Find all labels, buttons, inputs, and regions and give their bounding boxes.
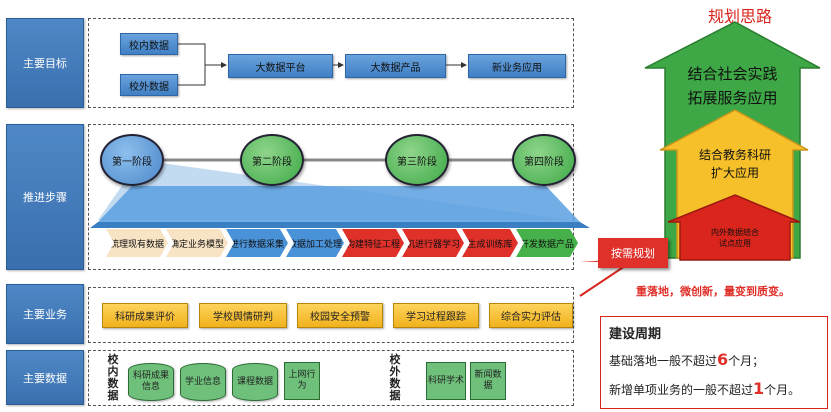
stage-4: 第四阶段 bbox=[512, 134, 576, 186]
data-frame bbox=[88, 350, 574, 406]
step-sort-data: 梳理现有数据 bbox=[106, 229, 168, 257]
data-news: 新闻数据 bbox=[470, 362, 506, 400]
stage-3: 第三阶段 bbox=[385, 134, 449, 186]
goal-big-data-platform: 大数据平台 bbox=[228, 54, 333, 78]
steps-frame bbox=[88, 124, 574, 270]
data-academic-info: 学业信息 bbox=[180, 363, 226, 401]
cycle-line-1: 基础落地一般不超过6个月； bbox=[609, 350, 765, 369]
side-label-business: 主要业务 bbox=[6, 284, 84, 344]
data-internet-behavior: 上网行为 bbox=[284, 362, 320, 400]
business-strength-assessment: 综合实力评估 bbox=[489, 303, 573, 328]
business-learning-tracking: 学习过程跟踪 bbox=[393, 303, 479, 328]
goal-external-data: 校外数据 bbox=[120, 74, 178, 96]
step-develop-products: 开发数据产品 bbox=[516, 229, 578, 257]
on-demand-planning-tag: 按需规划 bbox=[598, 238, 668, 268]
step-data-collection: 进行数据采集 bbox=[226, 229, 288, 257]
goal-new-business-apps: 新业务应用 bbox=[468, 54, 566, 78]
cycle-title: 建设周期 bbox=[609, 327, 662, 342]
data-academic-research: 科研学术 bbox=[426, 362, 466, 400]
top-arrow-text: 结合社会实践拓展服务应用 bbox=[687, 65, 778, 107]
goal-internal-data: 校内数据 bbox=[120, 33, 178, 55]
data-course-data: 课程数据 bbox=[232, 363, 278, 401]
stage-1: 第一阶段 bbox=[100, 134, 164, 186]
external-data-label: 校外数据 bbox=[389, 353, 401, 402]
cycle-line-2: 新增单项业务的一般不超过1个月。 bbox=[609, 379, 801, 398]
side-label-steps: 推进步骤 bbox=[6, 124, 84, 270]
business-opinion-analysis: 学校舆情研判 bbox=[199, 303, 287, 328]
goal-big-data-products: 大数据产品 bbox=[345, 54, 446, 78]
business-frame bbox=[88, 287, 574, 343]
mid-arrow-text: 结合教务科研扩大应用 bbox=[698, 148, 771, 180]
internal-data-label: 校内数据 bbox=[107, 353, 119, 402]
business-safety-warning: 校园安全预警 bbox=[297, 303, 383, 328]
bottom-arrow-text: 内外数据结合试点应用 bbox=[711, 228, 759, 248]
business-research-evaluation: 科研成果评价 bbox=[102, 303, 188, 328]
step-feature-engineering: 构建特征工程 bbox=[342, 229, 404, 257]
side-label-data: 主要数据 bbox=[6, 350, 84, 405]
goals-frame bbox=[88, 18, 574, 108]
step-business-model: 确定业务模型 bbox=[166, 229, 228, 257]
stage-2: 第二阶段 bbox=[240, 134, 304, 186]
step-data-processing: 数据加工处理 bbox=[286, 229, 344, 257]
step-training-library: 生成训练库 bbox=[462, 229, 518, 257]
data-research-info: 科研成果信息 bbox=[128, 363, 174, 401]
planning-title: 规划思路 bbox=[707, 7, 772, 26]
step-machine-learning: 机进行器学习 bbox=[402, 229, 464, 257]
construction-cycle-box: 建设周期 基础落地一般不超过6个月； 新增单项业务的一般不超过1个月。 bbox=[600, 316, 828, 409]
side-label-goals: 主要目标 bbox=[6, 18, 84, 108]
slogan: 重落地，微创新，量变到质变。 bbox=[636, 285, 790, 298]
